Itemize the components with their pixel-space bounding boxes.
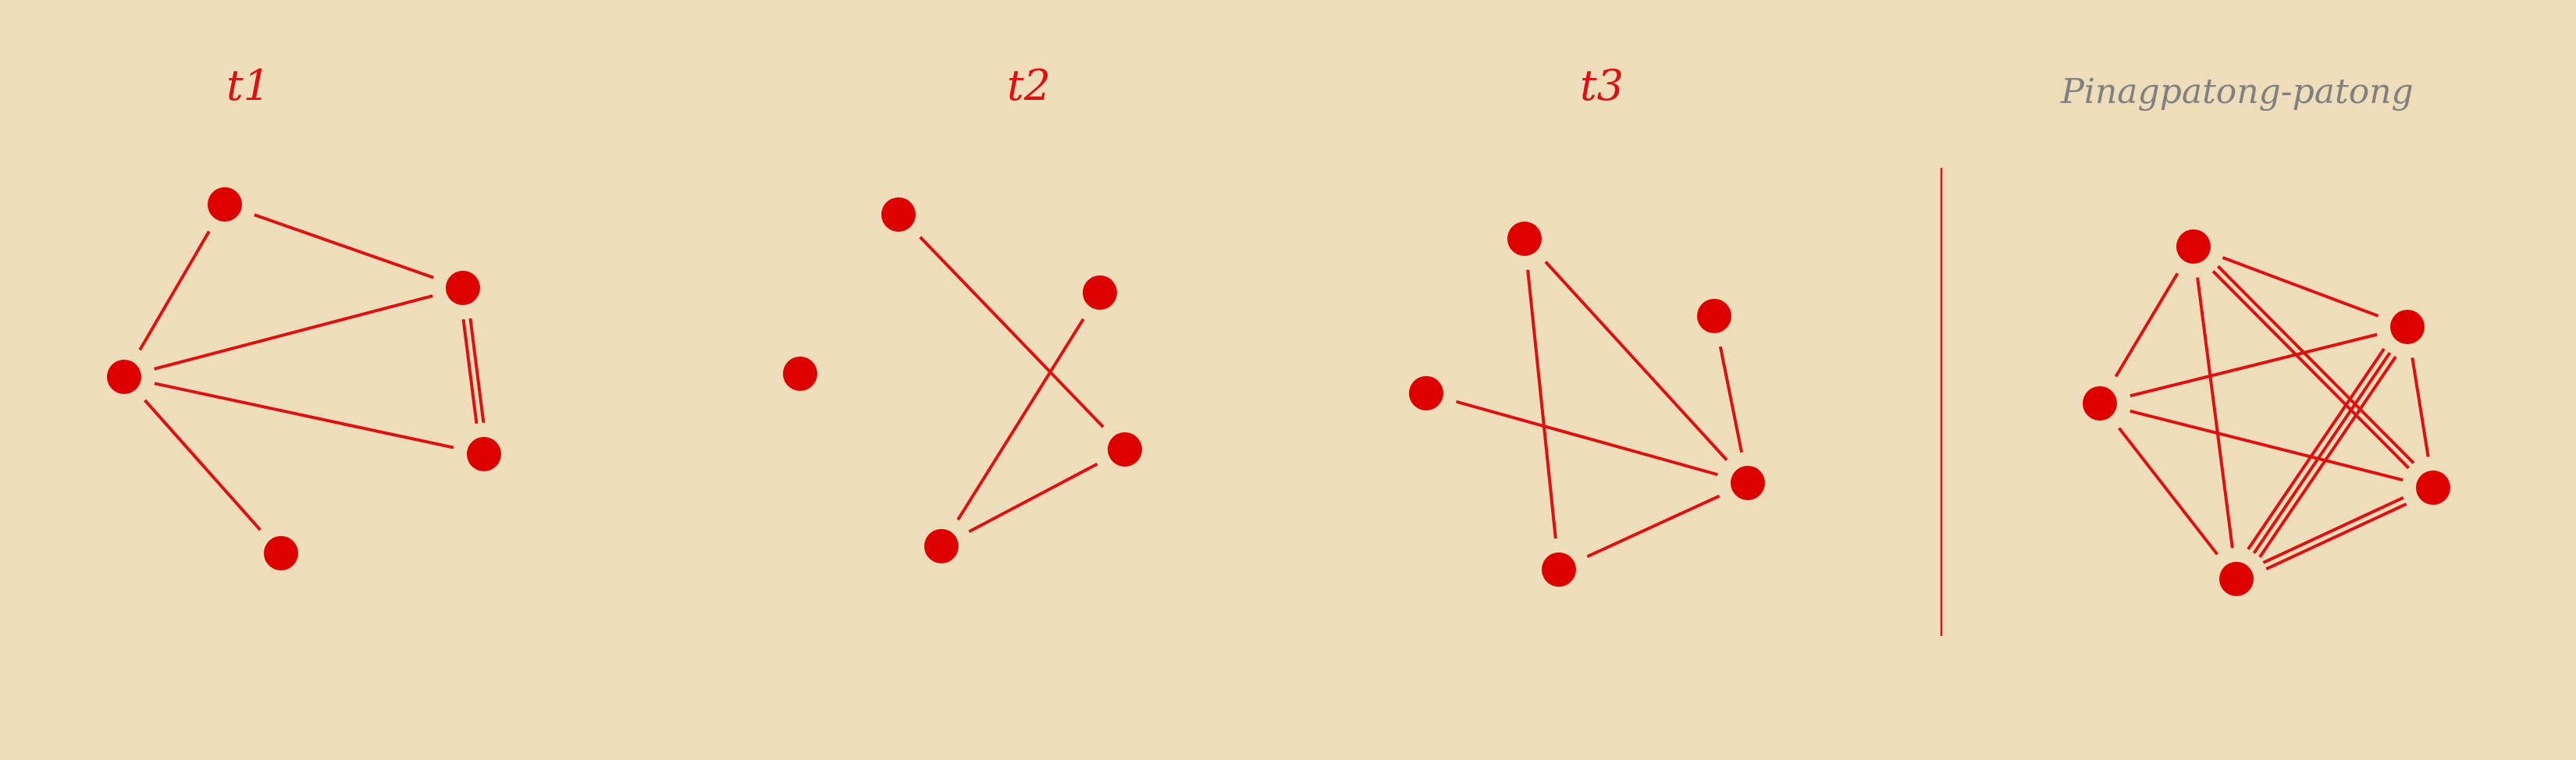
node-a: [881, 197, 916, 232]
node-e: [1542, 552, 1576, 587]
node-b: [2390, 310, 2425, 344]
node-d: [1731, 466, 1765, 500]
panel-title-t1: t1: [226, 61, 270, 110]
edge-b-e: [2252, 351, 2392, 555]
edge-b-d: [2411, 357, 2430, 457]
panel-title-t3: t3: [1580, 61, 1624, 110]
edge-a-d: [1544, 261, 1728, 461]
graph-t2: [783, 197, 1142, 563]
edge-a-d: [2216, 265, 2415, 464]
node-d: [1108, 432, 1142, 467]
panel-title-t2: t2: [1007, 61, 1051, 110]
edge-b-d: [1718, 346, 1744, 453]
edge-a-b: [2222, 256, 2379, 318]
node-c: [783, 357, 817, 391]
graph-t3: [1409, 222, 1765, 587]
node-e: [924, 529, 959, 563]
edge-d-e: [1586, 494, 1720, 559]
edge-a-e: [2196, 277, 2234, 549]
edge-d-e: [2265, 503, 2407, 571]
edge-a-b: [254, 213, 434, 279]
node-e: [467, 437, 501, 471]
node-c: [1409, 376, 1443, 410]
node-d: [2416, 471, 2450, 505]
graph-aggregate: [2083, 229, 2450, 596]
edge-d-e: [968, 462, 1098, 534]
node-b: [446, 271, 480, 305]
edge-c-d: [2129, 409, 2403, 482]
edge-b-e: [956, 318, 1085, 521]
edge-b-e: [461, 318, 479, 424]
edge-d-e: [2262, 495, 2404, 564]
edge-b-e: [2258, 356, 2397, 559]
edge-b-e: [468, 318, 486, 424]
edge-b-c: [2129, 332, 2378, 398]
edge-c-d: [1455, 400, 1719, 477]
graph-t1: [107, 187, 501, 570]
node-c: [107, 360, 141, 394]
edge-a-c: [2114, 272, 2179, 378]
edge-c-d: [144, 399, 262, 531]
panel-title-aggregate: Pinagpatong-patong: [2060, 72, 2413, 112]
node-c: [2083, 386, 2117, 421]
edge-a-c: [138, 230, 211, 351]
edge-a-d: [919, 236, 1105, 428]
edge-c-e: [2117, 427, 2219, 556]
edge-b-c: [154, 294, 433, 371]
node-b: [1697, 299, 1731, 333]
edge-a-d: [2211, 270, 2411, 470]
node-b: [1083, 275, 1117, 310]
node-e: [2219, 562, 2254, 596]
edge-c-e: [154, 382, 454, 449]
edge-a-e: [1526, 269, 1557, 539]
edge-b-e: [2247, 347, 2386, 550]
node-d: [264, 536, 298, 570]
node-a: [208, 187, 242, 222]
node-a: [1507, 222, 1542, 256]
node-a: [2176, 229, 2211, 264]
